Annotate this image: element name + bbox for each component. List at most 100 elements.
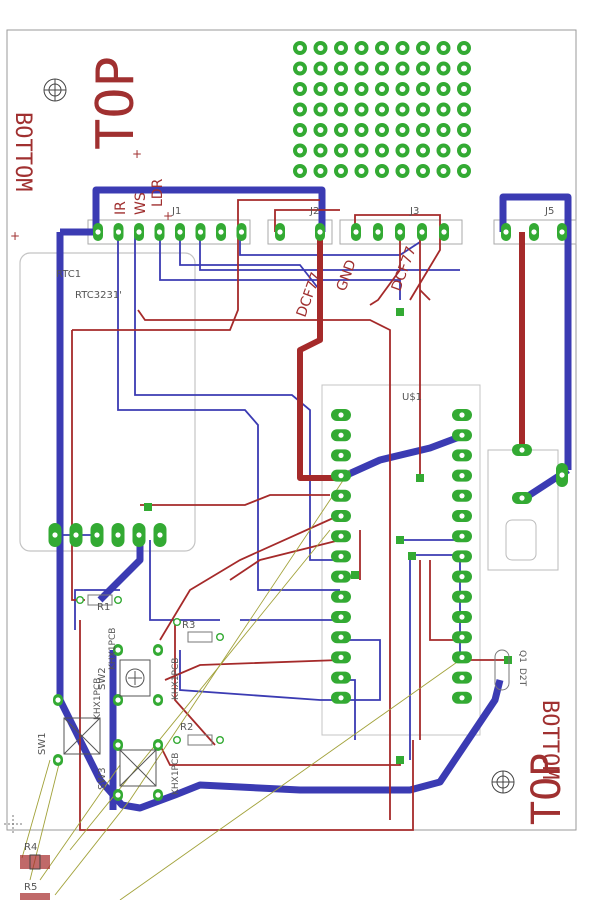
rtc-module-outline (19, 252, 196, 552)
khx-label-a: KHX1PCB (171, 658, 181, 700)
proto-pad-hole (440, 168, 447, 174)
proto-pad-hole (317, 86, 324, 92)
khx-label-c: KHX1PCB (93, 678, 103, 720)
via (408, 552, 416, 560)
proto-pad-hole (379, 86, 385, 92)
arduino-right-pin-hole (459, 654, 465, 661)
resistor-r1-body (87, 594, 113, 606)
arduino-right-pin-hole (459, 452, 465, 458)
r5-label: R5 (24, 882, 37, 893)
switch-pin-hole (55, 697, 61, 703)
proto-pad-hole (297, 147, 303, 154)
via (504, 656, 512, 664)
proto-pad-hole (317, 127, 324, 133)
proto-pad-hole (461, 106, 467, 113)
proto-pad-hole (440, 147, 447, 154)
arduino-right-pin-hole (459, 412, 465, 418)
rtc-header-pin-hole (94, 532, 100, 538)
q1-pin-hole (519, 495, 525, 501)
rtc1-label: RTC1 (56, 269, 81, 280)
proto-pad-hole (440, 127, 447, 133)
proto-pad-hole (338, 168, 344, 174)
proto-pad-hole (440, 86, 447, 92)
resistor-r5-body (20, 893, 50, 900)
switch-pin-hole (155, 742, 161, 748)
via (396, 756, 404, 764)
arduino-left-pin-hole (338, 452, 344, 458)
arduino-right-pin-hole (459, 594, 465, 600)
arduino-left-pin-hole (338, 553, 344, 560)
arduino-left-pin-hole (338, 634, 344, 640)
j1-pin-hole (197, 229, 204, 235)
proto-pad-hole (297, 168, 303, 174)
q1-outline (487, 449, 559, 571)
proto-pad-hole (379, 45, 385, 51)
proto-pad-hole (461, 65, 467, 72)
proto-pad-hole (317, 147, 324, 154)
arduino-right-pin-hole (459, 533, 465, 539)
j3-outline (339, 219, 463, 245)
proto-pad-hole (338, 65, 344, 72)
top-label-upper: TOP (86, 56, 146, 150)
j1-pin-hole (238, 229, 245, 235)
proto-pad-hole (379, 106, 385, 113)
arduino-right-pin-hole (459, 634, 465, 640)
proto-pad-hole (358, 65, 365, 72)
arduino-left-pin-hole (338, 654, 344, 661)
arduino-left-pin-hole (338, 574, 344, 580)
rtc-header-pin-hole (73, 532, 79, 538)
proto-pad-hole (358, 45, 365, 51)
switch-pin-hole (155, 697, 161, 703)
via (144, 503, 152, 511)
sw1-label: SW1 (37, 732, 48, 755)
switch-pin-hole (155, 647, 161, 653)
proto-pad-hole (399, 86, 406, 92)
plus-mark-bottom: + (10, 229, 20, 243)
proto-pad-hole (461, 86, 467, 92)
rtc-value-label: RTC3231' (75, 290, 122, 301)
via (396, 536, 404, 544)
j3-pin-hole (419, 229, 425, 235)
arduino-right-pin-hole (459, 513, 465, 519)
resistor-pin-hole (77, 597, 83, 603)
arduino-left-pin-hole (338, 695, 344, 701)
resistor-r4-body (20, 854, 50, 870)
proto-pad-hole (461, 127, 467, 133)
arduino-left-pin-hole (338, 473, 344, 479)
j5-pin-hole (503, 229, 509, 235)
proto-pad-hole (420, 106, 426, 113)
proto-pad-hole (317, 65, 324, 72)
resistor-r2-body (187, 734, 213, 746)
j2-pin-hole (277, 229, 283, 235)
proto-pad-hole (317, 106, 324, 113)
proto-pad-hole (379, 65, 385, 72)
r3-label: R3 (182, 620, 195, 631)
proto-pad-hole (440, 65, 447, 72)
proto-pad-hole (420, 168, 426, 174)
rtc-header-pin-hole (136, 532, 142, 538)
proto-pad-hole (338, 106, 344, 113)
arduino-left-pin-hole (338, 412, 344, 418)
j1-plus-label: + (163, 209, 173, 223)
j2-outline (267, 219, 333, 245)
proto-pad-hole (440, 45, 447, 51)
ws-label: WS (133, 192, 149, 215)
switch-pin-hole (155, 792, 161, 798)
switch-pin-hole (115, 647, 121, 653)
gnd-label: GND (334, 258, 360, 294)
j1-pin-hole (156, 229, 163, 235)
proto-pad-hole (317, 45, 324, 51)
arduino-left-pin-hole (338, 614, 344, 620)
switch-pin-hole (55, 757, 61, 763)
proto-pad-hole (399, 45, 406, 51)
proto-pad-hole (338, 45, 344, 51)
arduino-left-pin-hole (338, 533, 344, 539)
proto-pad-hole (358, 127, 365, 133)
mounting-hole-bottom (491, 770, 515, 794)
switch-pin-hole (115, 792, 121, 798)
arduino-left-pin-hole (338, 675, 344, 681)
proto-pad-hole (358, 106, 365, 113)
proto-pad-hole (420, 65, 426, 72)
resistor-pin-hole (115, 597, 121, 603)
resistor-pin-hole (174, 619, 180, 625)
